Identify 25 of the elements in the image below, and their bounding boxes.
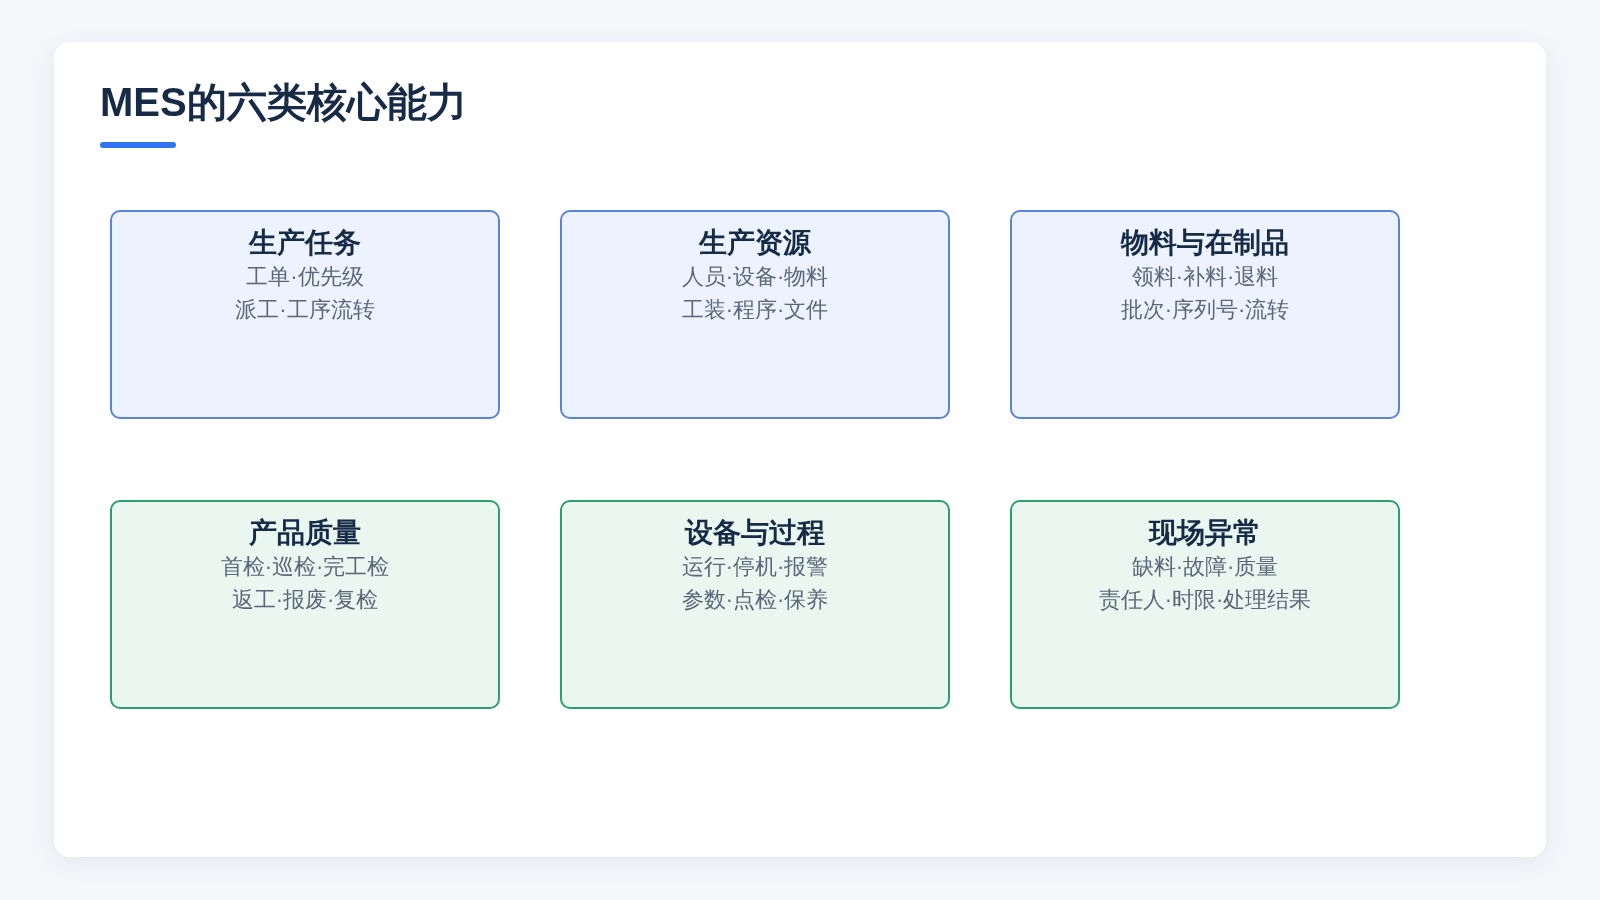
box-text: 工装·程序·文件	[681, 296, 829, 324]
box-text: 批次·序列号·流转	[1120, 296, 1290, 324]
title: MES的六类核心能力	[100, 79, 467, 126]
box-text: 缺料·故障·质量	[1131, 553, 1279, 581]
box-text: 领料·补料·退料	[1131, 263, 1279, 291]
box-text: 工单·优先级	[246, 263, 364, 291]
box-heading: 生产任务	[249, 226, 361, 260]
category-box	[1010, 500, 1400, 709]
category-box	[560, 500, 950, 709]
category-box	[110, 210, 500, 419]
box-heading: 设备与过程	[685, 516, 825, 550]
box-text: 返工·报废·复检	[231, 586, 379, 614]
box-text: 运行·停机·报警	[681, 553, 829, 581]
box-text: 派工·工序流转	[235, 296, 375, 324]
category-box	[110, 500, 500, 709]
box-text: 首检·巡检·完工检	[220, 553, 390, 581]
category-box	[1010, 210, 1400, 419]
box-text: 责任人·时限·处理结果	[1098, 586, 1312, 614]
category-box	[560, 210, 950, 419]
box-heading: 现场异常	[1149, 516, 1261, 550]
box-heading: 产品质量	[249, 516, 361, 550]
box-text: 参数·点检·保养	[681, 586, 829, 614]
box-heading: 物料与在制品	[1121, 226, 1289, 260]
box-heading: 生产资源	[699, 226, 811, 260]
box-text: 人员·设备·物料	[681, 263, 829, 291]
